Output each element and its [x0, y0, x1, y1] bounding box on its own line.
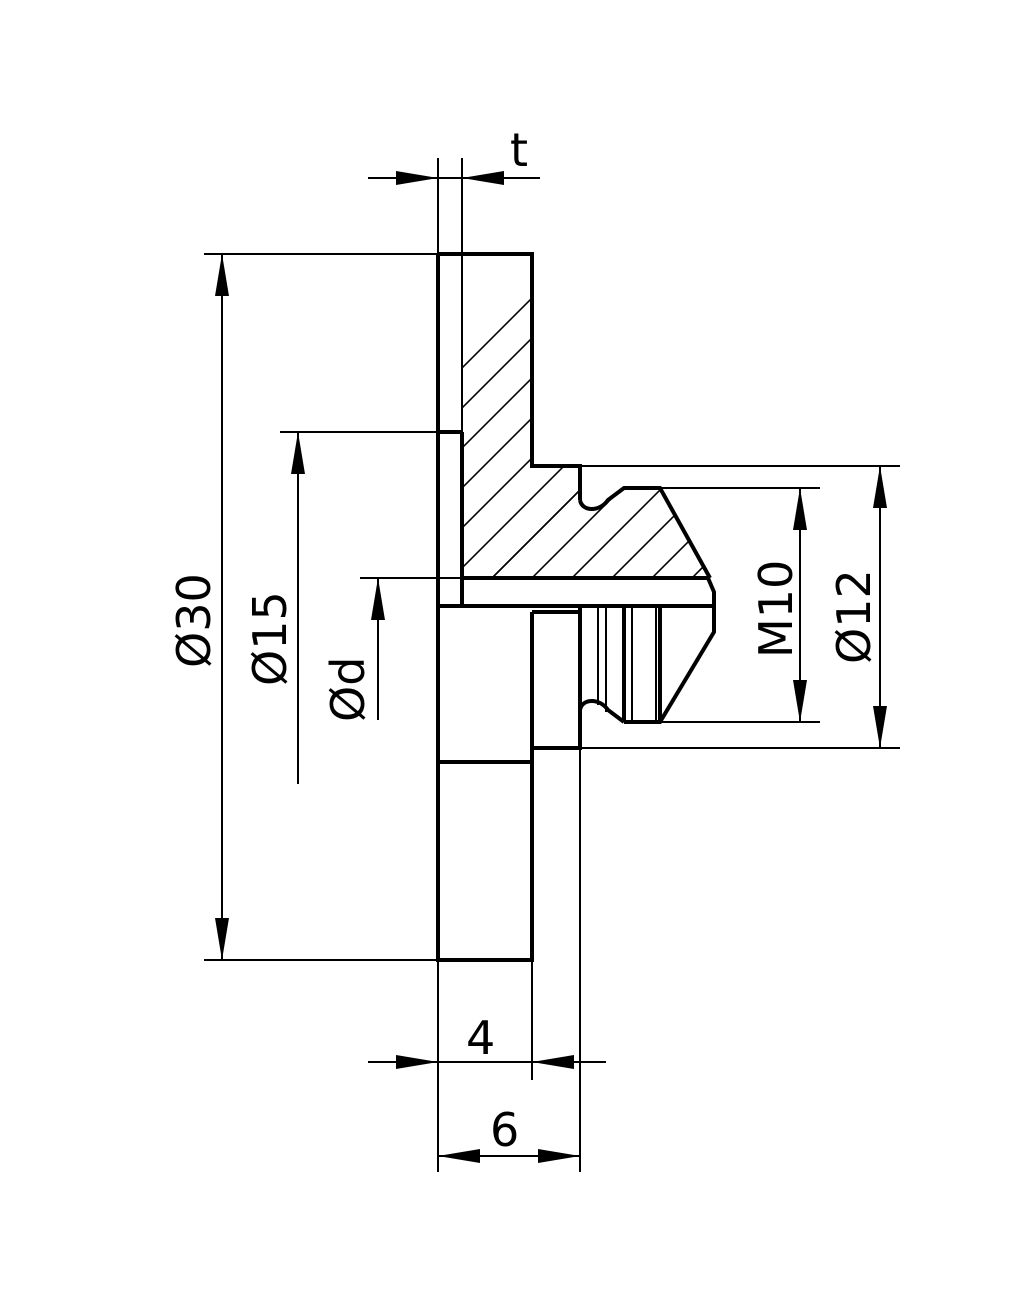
label-d15: Ø15: [243, 591, 297, 686]
part-outline: [436, 252, 716, 962]
dimension-dd: Ød: [321, 577, 462, 722]
dimension-d15: Ø15: [243, 431, 438, 784]
dimension-m10: M10: [660, 487, 820, 723]
label-t: t: [510, 123, 528, 177]
label-d30: Ø30: [167, 573, 221, 668]
dimension-t: t: [368, 123, 540, 432]
dimension-6: 6: [438, 748, 581, 1172]
label-dd: Ød: [321, 657, 375, 722]
dimension-d12: Ø12: [580, 465, 900, 749]
label-4: 4: [466, 1011, 495, 1065]
dimension-d30: Ø30: [167, 253, 438, 961]
dimension-4: 4: [368, 960, 606, 1172]
label-m10: M10: [749, 560, 803, 658]
label-d12: Ø12: [827, 569, 881, 664]
label-6: 6: [490, 1103, 519, 1157]
